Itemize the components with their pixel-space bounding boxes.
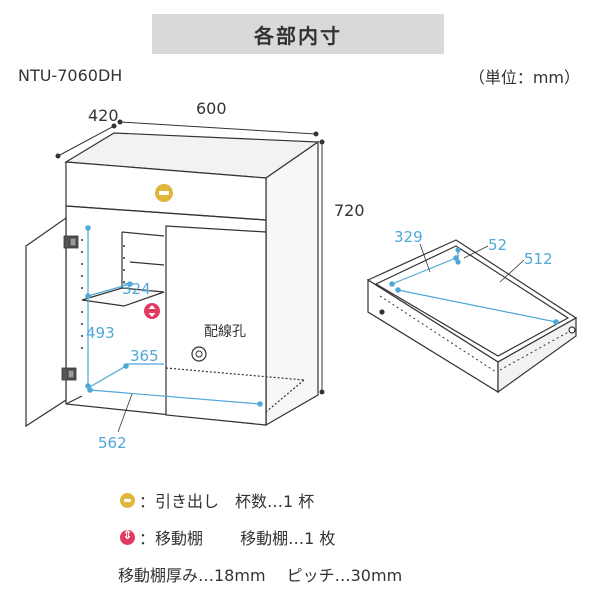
page-title: 各部内寸: [152, 14, 444, 54]
left-door: [25, 216, 67, 428]
width-label: 600: [196, 99, 227, 118]
cable-hole-icon: [191, 346, 207, 362]
legend-drawer: ：引き出し 杯数…1 杯: [120, 488, 314, 512]
legend-note-label: 移動棚厚み…18mm ピッチ…30mm: [118, 566, 403, 585]
shelf-depth-line: [87, 283, 131, 297]
interior-width-line: [89, 389, 261, 405]
shelf-marker-icon: [120, 528, 135, 545]
drawer-handle-icon: [120, 492, 135, 508]
depth-label: 420: [88, 106, 119, 125]
depth-dimension-line: [57, 125, 115, 157]
legend-shelf: ：移動棚 移動棚…1 枚: [120, 525, 335, 549]
movable-shelf: [81, 287, 165, 307]
shelf-pin-holes: [81, 239, 125, 349]
drawer-handle-icon: [155, 184, 173, 202]
legend-drawer-label: ：引き出し 杯数…1 杯: [139, 492, 315, 511]
drawer-height-label: 52: [488, 236, 507, 254]
drawer-depth-label: 329: [394, 228, 423, 246]
height-label: 720: [334, 201, 365, 220]
cabinet: [25, 132, 320, 428]
drawer-width-label: 512: [524, 250, 553, 268]
shelf-marker-icon: [144, 303, 160, 319]
width-dimension-line: [119, 121, 317, 135]
drawer-detail: [366, 239, 578, 394]
interior-height-label: 493: [86, 324, 115, 342]
legend-shelf-label: ：移動棚 移動棚…1 枚: [139, 529, 336, 548]
model-number: NTU-7060DH: [18, 66, 123, 85]
drawer-depth-line: [391, 257, 457, 285]
interior-width-label: 562: [98, 434, 127, 452]
floor-depth-diagonal: [87, 365, 127, 389]
unit-note: （単位：mm）: [468, 68, 580, 87]
floor-depth-label: 365: [130, 347, 159, 365]
cable-hole-label: 配線孔: [204, 324, 246, 340]
right-door: [165, 225, 267, 426]
drawer-width-line: [397, 289, 557, 323]
shelf-depth-label: 324: [122, 280, 151, 298]
cabinet-side: [265, 140, 319, 427]
legend-note: 移動棚厚み…18mm ピッチ…30mm: [118, 562, 402, 586]
